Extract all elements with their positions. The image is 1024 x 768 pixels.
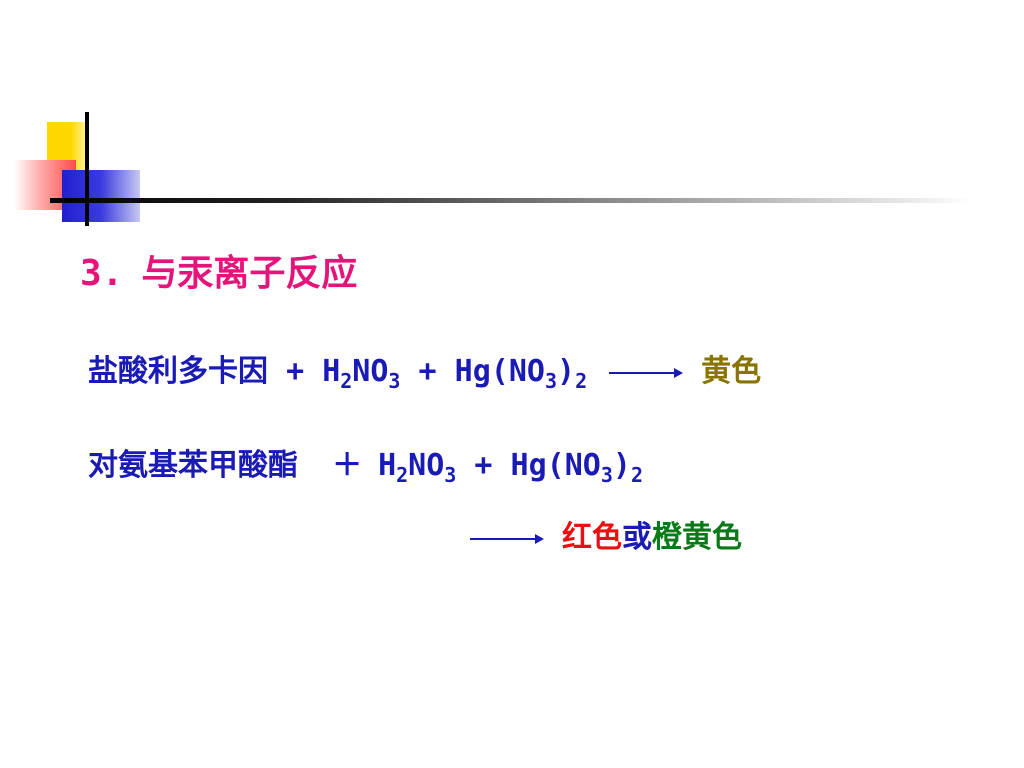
result-red: 红色	[562, 520, 622, 555]
reaction-1-reactant: 盐酸利多卡因	[88, 354, 268, 389]
result-orange-yellow: 橙黄色	[652, 520, 742, 555]
reaction-arrow-icon	[470, 533, 544, 544]
reaction-2-result-line: 红色或橙黄色	[470, 512, 742, 556]
nitric-acid-formula: H2NO3	[378, 448, 457, 487]
reaction-arrow-icon	[609, 367, 684, 378]
plus-sign: +	[286, 354, 305, 389]
reaction-2: 对氨基苯甲酸酯 ＋ H2NO3 + Hg(NO3)2	[88, 440, 643, 487]
reaction-1-result: 黄色	[701, 354, 762, 389]
decor-vertical-line	[85, 112, 89, 226]
decor-blue-square	[62, 170, 140, 222]
section-number: 3.	[80, 253, 124, 294]
nitric-acid-formula: H2NO3	[322, 354, 401, 393]
plus-sign: ＋	[332, 448, 363, 483]
decor-horizontal-rule	[50, 198, 970, 203]
result-or: 或	[622, 520, 652, 555]
reaction-1: 盐酸利多卡因 + H2NO3 + Hg(NO3)2 黄色	[88, 346, 762, 393]
plus-sign: +	[474, 448, 493, 483]
section-heading: 3. 与汞离子反应	[80, 244, 357, 296]
plus-sign: +	[418, 354, 437, 389]
reaction-2-reactant: 对氨基苯甲酸酯	[88, 448, 298, 483]
mercury-nitrate-formula: Hg(NO3)2	[510, 448, 643, 487]
mercury-nitrate-formula: Hg(NO3)2	[454, 354, 588, 393]
section-title: 与汞离子反应	[141, 253, 358, 294]
